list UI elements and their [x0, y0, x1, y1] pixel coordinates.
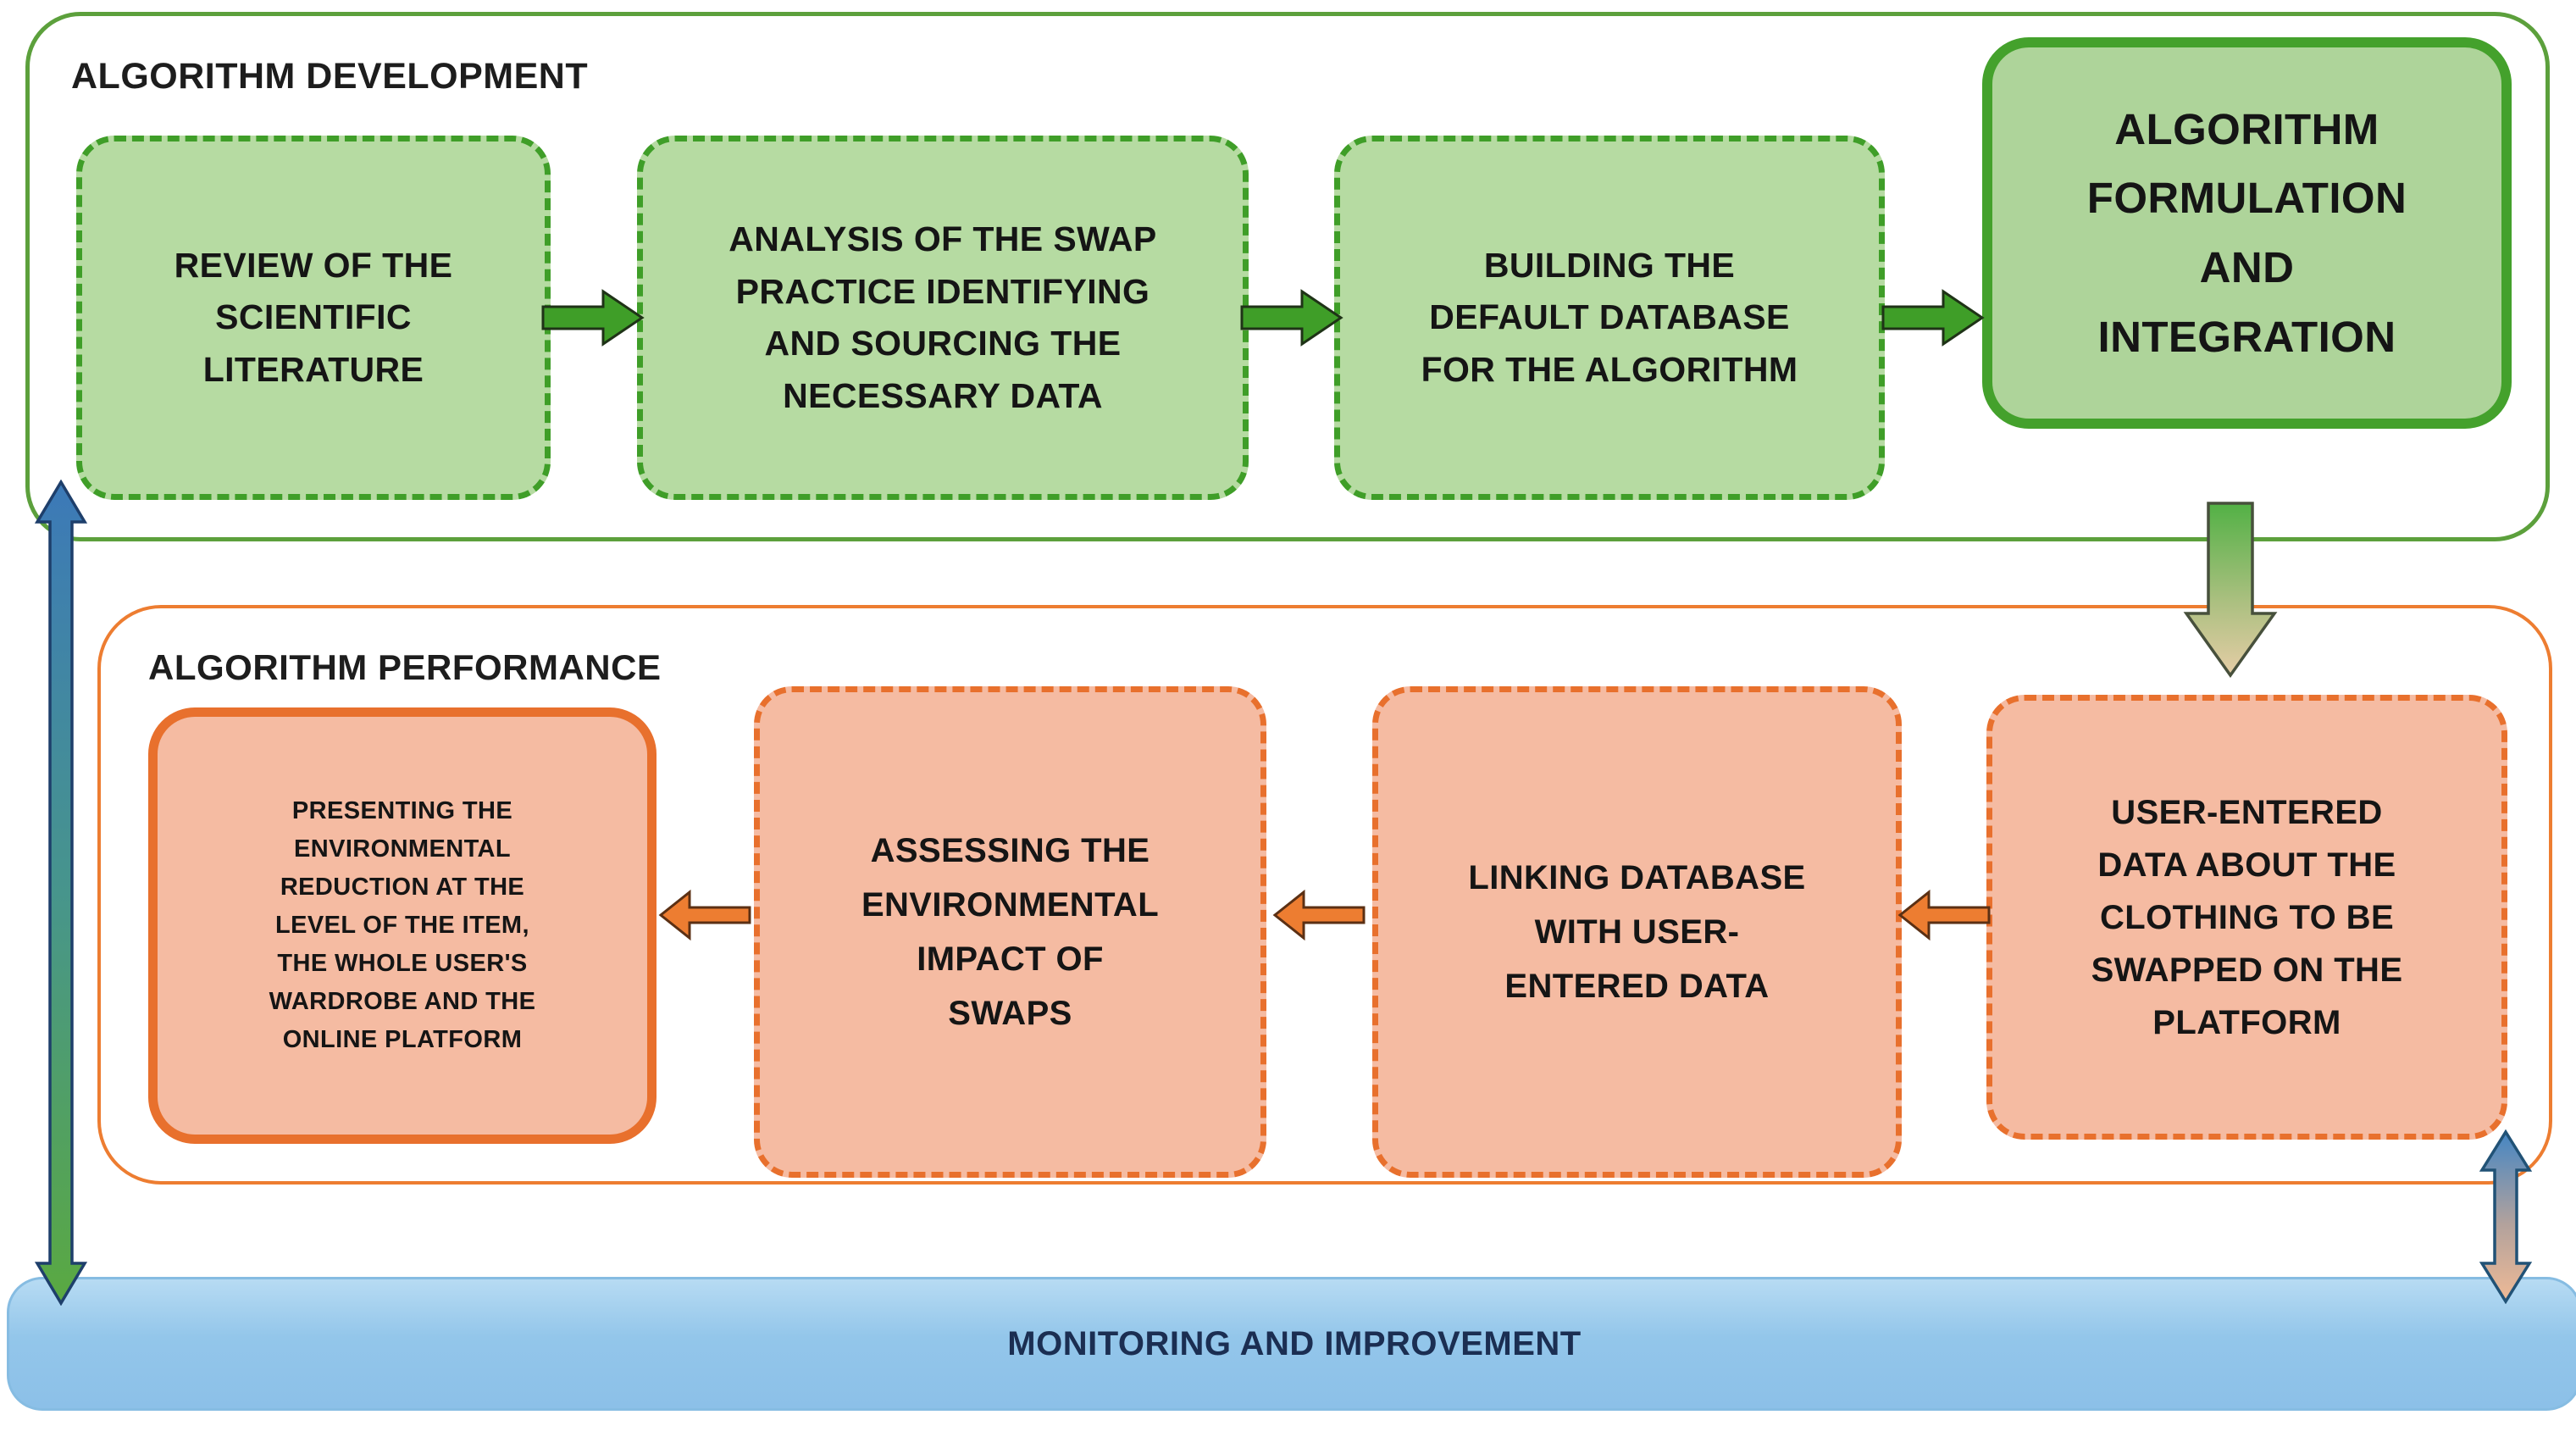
flow-box-swap-practice-analysis: ANALYSIS OF THE SWAP PRACTICE IDENTIFYIN… — [637, 136, 1249, 500]
monitoring-bar-label: MONITORING AND IMPROVEMENT — [1007, 1324, 1582, 1362]
flow-box-review-literature: REVIEW OF THE SCIENTIFIC LITERATURE — [76, 136, 551, 500]
flow-box-linking-database: LINKING DATABASE WITH USER- ENTERED DATA — [1372, 686, 1902, 1178]
flow-box-text: ANALYSIS OF THE SWAP PRACTICE IDENTIFYIN… — [728, 219, 1157, 415]
right-arrow-icon — [541, 289, 645, 347]
flow-box-algorithm-formulation: ALGORITHM FORMULATION AND INTEGRATION — [1982, 37, 2512, 429]
flow-box-default-database: BUILDING THE DEFAULT DATABASE FOR THE AL… — [1334, 136, 1885, 500]
flow-box-text: ASSESSING THE ENVIRONMENTAL IMPACT OF SW… — [861, 832, 1160, 1032]
left-arrow-icon — [1897, 889, 1991, 941]
left-arrow-icon — [1272, 889, 1366, 941]
flow-box-text: REVIEW OF THE SCIENTIFIC LITERATURE — [174, 245, 453, 389]
flow-box-presenting-reduction: PRESENTING THE ENVIRONMENTAL REDUCTION A… — [148, 707, 656, 1144]
flow-box-text: LINKING DATABASE WITH USER- ENTERED DATA — [1468, 859, 1806, 1005]
right-arrow-icon — [1881, 289, 1985, 347]
right-arrow-icon — [1240, 289, 1343, 347]
flow-box-text: USER-ENTERED DATA ABOUT THE CLOTHING TO … — [2091, 793, 2403, 1041]
flow-box-text: ALGORITHM FORMULATION AND INTEGRATION — [2086, 104, 2407, 361]
left-arrow-icon — [658, 889, 751, 941]
section-label-development: ALGORITHM DEVELOPMENT — [71, 56, 589, 97]
section-label-performance: ALGORITHM PERFORMANCE — [148, 647, 662, 687]
flow-box-assessing-impact: ASSESSING THE ENVIRONMENTAL IMPACT OF SW… — [754, 686, 1266, 1178]
monitoring-bar: MONITORING AND IMPROVEMENT — [7, 1277, 2576, 1411]
flow-box-user-entered-data: USER-ENTERED DATA ABOUT THE CLOTHING TO … — [1986, 695, 2507, 1140]
up-down-arrow-icon — [34, 480, 88, 1306]
up-down-arrow-icon — [2479, 1129, 2533, 1304]
flow-box-text: BUILDING THE DEFAULT DATABASE FOR THE AL… — [1421, 245, 1798, 389]
flow-box-text: PRESENTING THE ENVIRONMENTAL REDUCTION A… — [269, 797, 536, 1053]
down-arrow-icon — [2183, 502, 2278, 679]
